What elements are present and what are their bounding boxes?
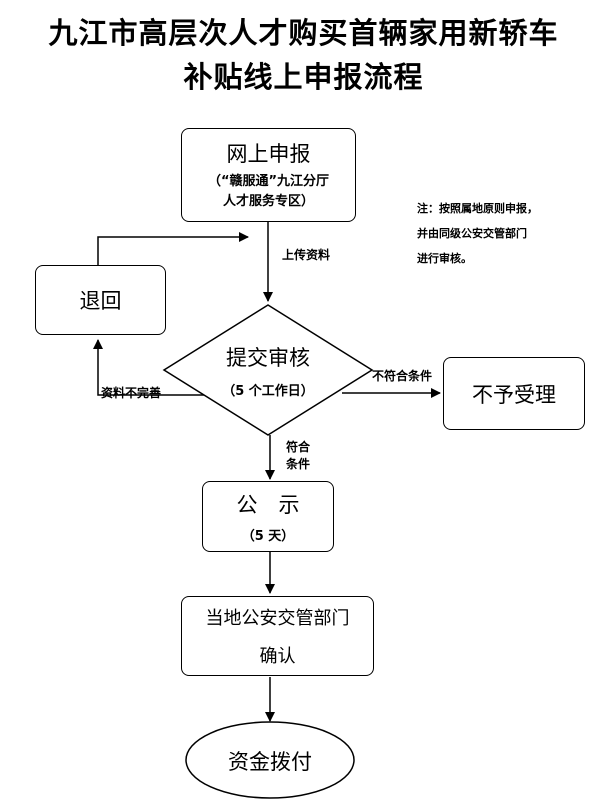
fund-ellipse [185, 721, 355, 799]
edge-label-not-meet: 不符合条件 [372, 369, 433, 383]
node-confirm-sub: 确认 [259, 646, 296, 667]
node-online-apply-label: 网上申报 [226, 142, 311, 166]
node-review-sub: （5 个工作日） [222, 384, 314, 399]
node-confirm: 当地公安交管部门 确认 [181, 596, 374, 676]
edge-label-upload: 上传资料 [282, 248, 331, 262]
edge-label-meet-1: 符合 [286, 440, 311, 454]
node-publicity: 公 示 （5 天） [202, 481, 334, 552]
note-line2: 并由同级公安交管部门 [417, 227, 527, 240]
node-fund: 资金拨付 [228, 750, 312, 774]
node-online-apply-sub1: （“赣服通”九江分厅 [207, 174, 330, 189]
edge-label-meet-2: 条件 [286, 457, 311, 471]
node-return: 退回 [35, 265, 166, 335]
note-line1: 注：按照属地原则申报， [417, 202, 538, 215]
arrow-review-to-return [93, 339, 206, 396]
node-publicity-label: 公 示 [236, 493, 300, 517]
node-review: 提交审核 （5 个工作日） [194, 342, 342, 399]
note-block: 注：按照属地原则申报， 并由同级公安交管部门 进行审核。 [417, 196, 538, 271]
note-line3: 进行审核。 [417, 252, 472, 265]
node-review-label: 提交审核 [226, 346, 310, 370]
page-title-line2: 补贴线上申报流程 [183, 60, 424, 94]
node-online-apply-sub2: 人才服务专区） [222, 194, 314, 209]
review-diamond [162, 304, 374, 436]
page-title-line1: 九江市高层次人才购买首辆家用新轿车 [48, 16, 559, 50]
node-online-apply: 网上申报 （“赣服通”九江分厅 人才服务专区） [181, 128, 356, 222]
node-reject: 不予受理 [443, 357, 585, 430]
node-confirm-label: 当地公安交管部门 [205, 608, 350, 629]
arrow-return-to-online [97, 232, 249, 265]
node-publicity-sub: （5 天） [241, 529, 295, 544]
edge-label-incomplete: 资料不完善 [101, 386, 162, 400]
